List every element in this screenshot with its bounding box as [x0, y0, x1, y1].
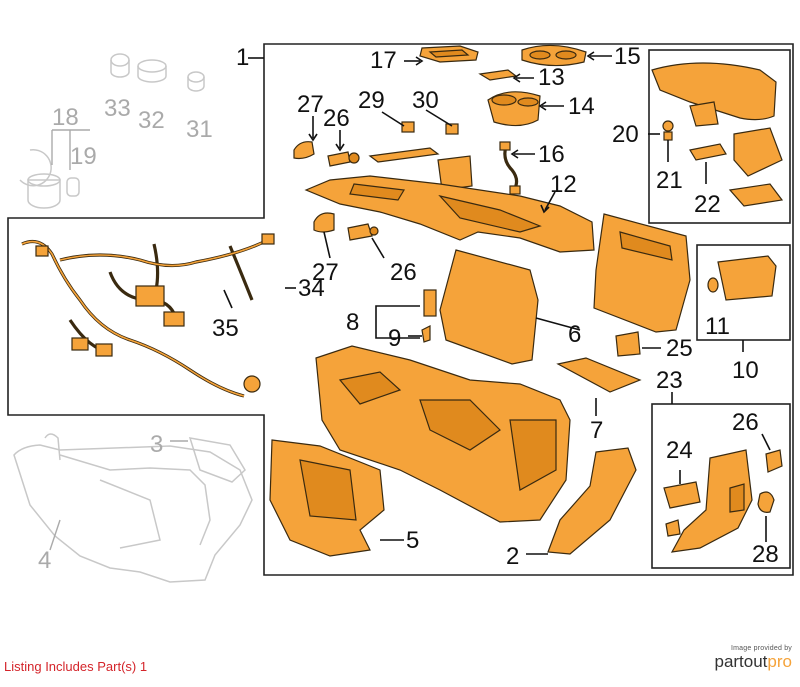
callout-31: 31: [186, 116, 213, 143]
callout-14: 14: [568, 93, 595, 120]
callout-15: 15: [614, 43, 641, 70]
side-panel-right: [593, 213, 691, 333]
callout-21: 21: [656, 167, 683, 194]
main-assembly-frame: [7, 43, 794, 576]
callout-35: 35: [212, 315, 239, 342]
callout-10: 10: [732, 357, 759, 384]
callout-23: 23: [656, 367, 683, 394]
brand-logo-part2: pro: [767, 652, 792, 671]
brand-attribution: Image provided by partoutpro: [714, 645, 792, 672]
callout-13: 13: [538, 64, 565, 91]
callout-9: 9: [388, 325, 401, 352]
callout-24: 24: [666, 437, 693, 464]
callout-12: 12: [550, 171, 577, 198]
callout-22: 22: [694, 191, 721, 218]
callout-27-top: 27: [297, 91, 324, 118]
callout-18: 18: [52, 104, 79, 131]
side-trim-panel: [670, 449, 753, 553]
callout-28: 28: [752, 541, 779, 568]
callout-6: 6: [568, 321, 581, 348]
brand-logo-part1: partout: [714, 652, 768, 671]
parts-top-row: [293, 44, 587, 195]
callout-26-top: 26: [323, 105, 350, 132]
callout-17: 17: [370, 47, 397, 74]
callout-19: 19: [70, 143, 97, 170]
callout-32: 32: [138, 107, 165, 134]
rear-trim: [547, 447, 637, 555]
callout-16: 16: [538, 141, 565, 168]
callout-11: 11: [705, 313, 730, 340]
ghost-parts-bottom-left: [13, 433, 253, 583]
callout-8: 8: [346, 309, 359, 336]
ghost-parts-top-left: [19, 53, 205, 209]
callout-3: 3: [150, 431, 163, 458]
leader-lines: [223, 51, 771, 555]
callout-5: 5: [406, 527, 419, 554]
callout-30: 30: [412, 87, 439, 114]
brand-logo: partoutpro: [714, 652, 792, 672]
callout-7: 7: [590, 417, 603, 444]
callout-1: 1: [236, 44, 249, 71]
image-provided-by: Image provided by: [731, 645, 792, 652]
armrest-subframe: [648, 49, 791, 224]
callout-26-right: 26: [732, 409, 759, 436]
callout-4: 4: [38, 547, 51, 574]
callout-34: 34: [298, 275, 325, 302]
side-trim-subframe: [651, 403, 791, 569]
callout-2: 2: [506, 543, 519, 570]
callout-33: 33: [104, 95, 131, 122]
callout-20: 20: [612, 121, 639, 148]
callout-26-mid: 26: [390, 259, 417, 286]
storage-bin: [717, 255, 777, 301]
callout-29: 29: [358, 87, 385, 114]
side-panel-left: [439, 249, 539, 365]
armrest-lid: [651, 62, 777, 121]
listing-note: Listing Includes Part(s) 1: [4, 659, 148, 674]
callout-25: 25: [666, 335, 693, 362]
callout-27-mid: 27: [312, 259, 339, 286]
wiring-harness: [21, 233, 275, 398]
callout-labels: 1 2 3 4 5 6 7 8 9 10 11 12 13 14 15 16 1…: [38, 43, 779, 574]
